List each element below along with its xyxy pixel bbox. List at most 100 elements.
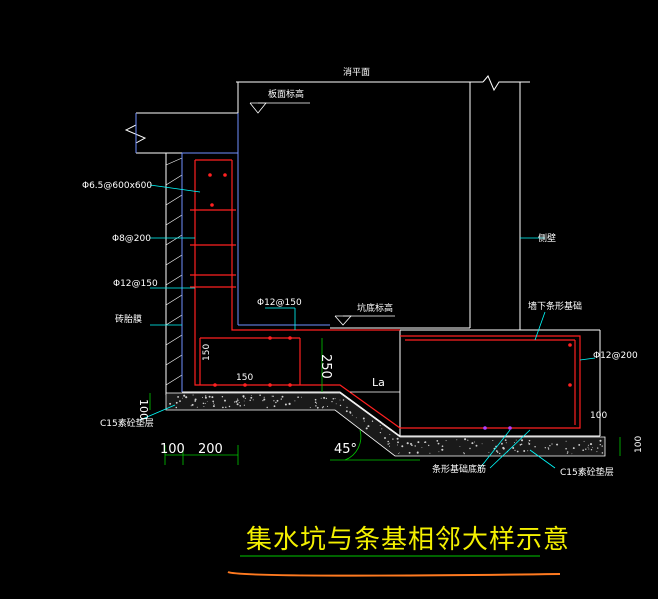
angle-arc: [344, 429, 362, 461]
hatch: [165, 314, 183, 326]
speckle: [492, 439, 494, 442]
speckle: [520, 443, 523, 446]
speckle: [228, 405, 231, 408]
speckle: [523, 450, 526, 452]
speckle: [379, 425, 381, 426]
speckle: [585, 448, 587, 450]
label-strip-rebar: 条形基础底筋: [432, 463, 486, 475]
speckle: [284, 403, 287, 406]
speckle: [520, 439, 524, 442]
speckle: [473, 441, 475, 443]
speckle: [334, 398, 336, 400]
speckle: [288, 402, 291, 405]
speckle: [421, 446, 423, 448]
speckle: [599, 439, 602, 442]
hatch: [165, 174, 183, 186]
speckle: [528, 439, 531, 442]
speckle: [250, 394, 252, 396]
hatch: [165, 194, 183, 206]
speckle: [316, 406, 319, 409]
speckle: [233, 401, 236, 403]
speckle: [388, 445, 391, 447]
speckle: [572, 447, 575, 450]
speckle: [239, 405, 241, 407]
brick-hatch: [165, 157, 183, 386]
speckle: [469, 447, 471, 450]
speckle: [384, 437, 386, 439]
speckle: [556, 443, 558, 445]
dot: [268, 383, 272, 387]
dot: [288, 336, 292, 340]
drawing-title: 集水坑与条基相邻大样示意: [246, 525, 570, 555]
speckle: [213, 404, 215, 406]
speckle: [495, 450, 498, 452]
dot: [223, 173, 227, 177]
dim-la: La: [372, 376, 385, 389]
rebar-inner-wall: [231, 160, 400, 331]
dot: [210, 203, 214, 207]
speckle: [201, 396, 204, 398]
speckle: [185, 396, 188, 399]
speckle: [367, 425, 370, 428]
speckle: [196, 406, 198, 408]
speckle: [596, 451, 598, 453]
speckle: [441, 445, 444, 448]
speckle: [515, 439, 517, 441]
speckle: [464, 438, 467, 441]
speckle: [597, 447, 599, 449]
speckle: [315, 405, 317, 407]
speckle: [351, 414, 353, 416]
speckle: [321, 407, 324, 409]
speckle: [331, 400, 333, 403]
dim-250-label: 250: [318, 354, 333, 379]
speckle: [392, 438, 394, 440]
speckle: [587, 446, 589, 448]
speckle: [345, 410, 348, 413]
speckle: [428, 444, 430, 447]
dot: [508, 426, 512, 430]
speckle: [175, 406, 178, 409]
speckle: [183, 394, 186, 397]
water-break-symbol: [482, 75, 530, 92]
speckle: [381, 428, 383, 430]
label-beam-under-wall: 墙下条形基础: [528, 300, 582, 312]
speckle: [325, 397, 328, 400]
speckle: [424, 441, 426, 444]
speckle: [389, 442, 391, 444]
label-brick-wall: 砖胎膜: [115, 313, 142, 325]
hatch: [165, 234, 183, 246]
speckle: [583, 440, 585, 442]
speckle: [301, 396, 303, 398]
speckle: [314, 398, 317, 401]
speckle: [438, 451, 440, 453]
speckle: [401, 445, 404, 448]
speckle: [252, 399, 254, 401]
speckle: [309, 407, 311, 409]
rebar-dots: [208, 173, 572, 430]
dimension-lines: [149, 338, 621, 465]
pit-outline: [124, 75, 601, 437]
speckle: [463, 451, 465, 454]
speckle: [582, 449, 585, 452]
speckle: [528, 442, 531, 445]
speckle: [601, 452, 604, 454]
speckle: [406, 442, 409, 445]
speckle: [504, 439, 507, 441]
speckle: [249, 399, 251, 402]
speckle: [211, 396, 214, 399]
speckle: [236, 403, 239, 406]
label-c15-left: C15素砼垫层: [100, 417, 154, 429]
slab-elev-triangle: [249, 102, 267, 114]
speckle: [237, 399, 239, 402]
speckle: [547, 448, 550, 450]
speckle: [501, 442, 503, 445]
label-c15-right: C15素砼垫层: [560, 466, 614, 478]
speckle: [467, 439, 469, 441]
speckle: [276, 399, 279, 402]
speckle: [516, 450, 519, 453]
speckle: [549, 445, 551, 447]
rebar-outer: [194, 160, 581, 429]
speckle: [429, 452, 431, 454]
speckle: [175, 401, 178, 404]
